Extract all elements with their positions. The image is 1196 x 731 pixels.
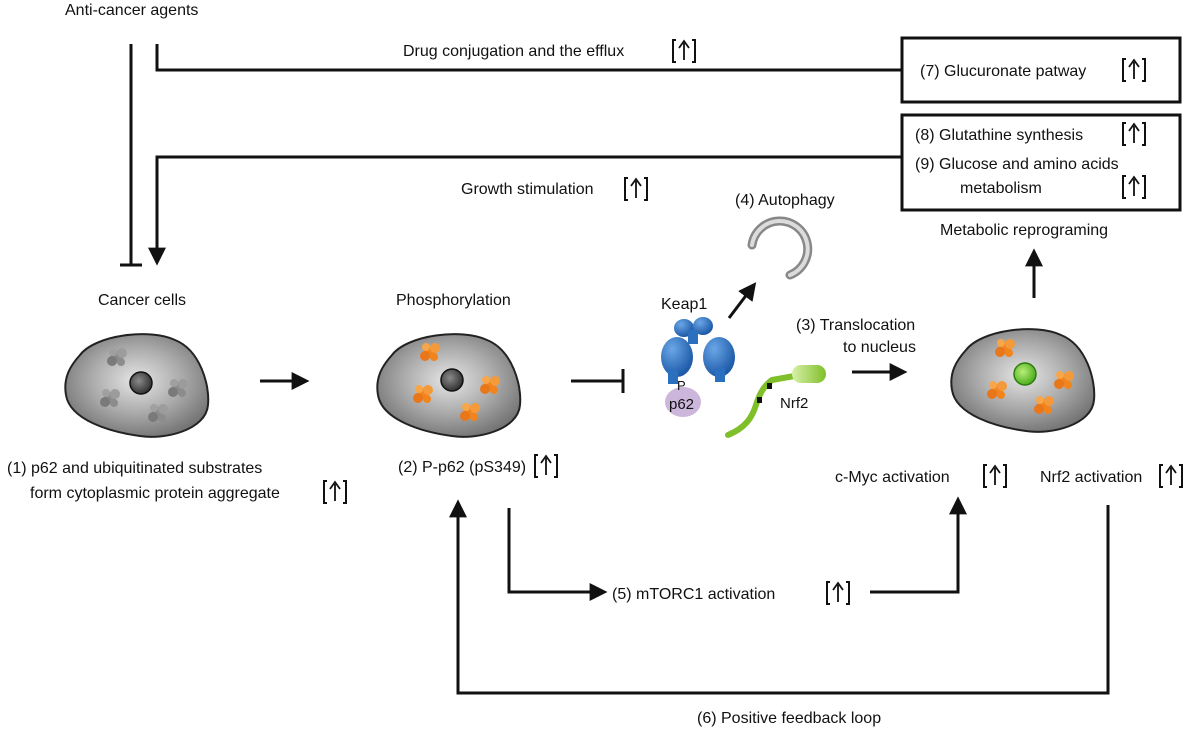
glucose-up-icon	[1122, 175, 1146, 199]
step1-label-line2: form cytoplasmic protein aggregate	[30, 485, 280, 502]
cancer-cell-2	[376, 333, 522, 438]
metabolic-reprograming-label: Metabolic reprograming	[940, 222, 1108, 239]
step2-up-icon	[534, 454, 558, 478]
autophagy-arrow	[727, 282, 757, 319]
step2-label: (2) P-p62 (pS349)	[398, 459, 526, 476]
drug-efflux-up-icon	[672, 39, 696, 63]
drug-conjugation-label: Drug conjugation and the efflux	[403, 43, 624, 60]
nrf2-protein	[725, 365, 826, 438]
anti-cancer-agents-label: Anti-cancer agents	[65, 2, 198, 19]
mtorc1-to-cmyc-arrow	[870, 496, 967, 594]
glutathine-up-icon	[1122, 122, 1146, 146]
keap1-protein	[661, 317, 735, 384]
autophagy-label: (4) Autophagy	[735, 192, 835, 209]
nucleus	[129, 371, 153, 395]
phospho-mark: P	[677, 378, 686, 393]
p62-protein	[665, 387, 701, 417]
p62-label: p62	[669, 396, 694, 413]
glucuronate-label: (7) Glucuronate patway	[920, 63, 1086, 80]
nrf2-activation-up-icon	[1159, 464, 1183, 488]
nucleus	[440, 368, 464, 392]
phosphorylation-label: Phosphorylation	[396, 292, 511, 309]
nrf2-activation-label: Nrf2 activation	[1040, 469, 1142, 486]
feedback-label: (6) Positive feedback loop	[697, 710, 881, 727]
cmyc-up-icon	[983, 464, 1007, 488]
glutathine-label: (8) Glutathine synthesis	[915, 127, 1083, 144]
cmyc-label: c-Myc activation	[835, 469, 950, 486]
keap1-label: Keap1	[661, 296, 707, 313]
cancer-cells-label: Cancer cells	[98, 292, 186, 309]
growth-stimulation-arrow	[148, 155, 902, 266]
translocation-label-line1: (3) Translocation	[796, 317, 915, 334]
glucuronate-up-icon	[1122, 58, 1146, 82]
drug-efflux-line	[155, 44, 902, 72]
mtorc1-label: (5) mTORC1 activation	[612, 586, 775, 603]
glucose-label-line2: metabolism	[960, 180, 1042, 197]
mtorc1-arrow	[507, 508, 608, 601]
step1-label-line1: (1) p62 and ubiquitinated substrates	[7, 460, 262, 477]
glucose-label-line1: (9) Glucose and amino acids	[915, 156, 1119, 173]
feedback-loop-arrow	[449, 499, 1110, 695]
step1-up-icon	[323, 480, 347, 504]
glucuronate-box	[900, 36, 1182, 104]
growth-up-icon	[624, 177, 648, 201]
metabolic-box	[900, 113, 1182, 212]
translocation-label-line2: to nucleus	[843, 339, 916, 356]
cancer-cell-3	[950, 328, 1096, 433]
nrf2-label: Nrf2	[780, 395, 808, 412]
mtorc1-up-icon	[826, 581, 850, 605]
growth-stimulation-label: Growth stimulation	[461, 181, 594, 198]
cancer-cell-1	[64, 333, 210, 438]
nucleus-green	[1013, 362, 1037, 386]
